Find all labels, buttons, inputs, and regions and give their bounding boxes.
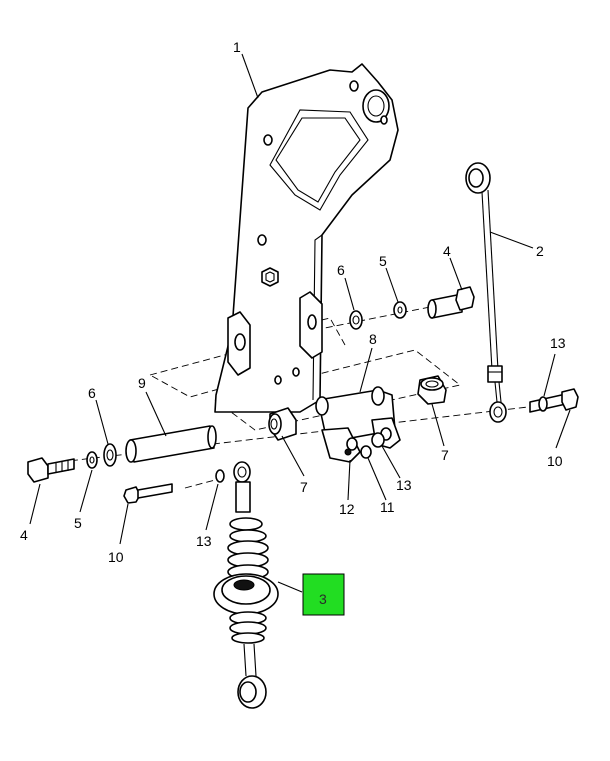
leader-lines [29,53,571,593]
highlighted-part-box[interactable] [302,573,345,616]
connecting-rod [465,162,507,423]
callout-13-middle[interactable]: 13 [396,477,412,493]
callout-3[interactable]: 3 [319,591,327,607]
lower-left-bolt [123,469,225,504]
callout-12[interactable]: 12 [339,501,355,517]
upper-hardware [349,286,475,330]
callout-2[interactable]: 2 [536,243,544,259]
pivot-lever [315,386,401,463]
bushing-left [268,407,297,441]
callout-5-lower[interactable]: 5 [74,515,82,531]
callout-8[interactable]: 8 [369,331,377,347]
right-bolt [529,388,579,413]
callout-7-right[interactable]: 7 [441,447,449,463]
lever-fasteners [344,432,385,459]
damper-strut [213,461,279,709]
callout-6-lower[interactable]: 6 [88,385,96,401]
callout-5-upper[interactable]: 5 [379,253,387,269]
callout-4-lower[interactable]: 4 [20,527,28,543]
left-hardware [27,443,117,483]
bracket-plate [214,63,399,413]
callout-10-right[interactable]: 10 [547,453,563,469]
callout-13-right[interactable]: 13 [550,335,566,351]
callout-13-left[interactable]: 13 [196,533,212,549]
bushing-right [417,375,447,405]
callout-10-left[interactable]: 10 [108,549,124,565]
callout-6-upper[interactable]: 6 [337,262,345,278]
callout-7-left[interactable]: 7 [300,479,308,495]
callout-labels: 1 2 3 4 4 5 5 6 6 7 7 8 9 10 10 11 12 13… [20,39,566,607]
callout-4-upper[interactable]: 4 [443,243,451,259]
callout-9[interactable]: 9 [138,375,146,391]
callout-1[interactable]: 1 [233,39,241,55]
sleeve [125,425,217,463]
callout-11[interactable]: 11 [380,499,395,515]
